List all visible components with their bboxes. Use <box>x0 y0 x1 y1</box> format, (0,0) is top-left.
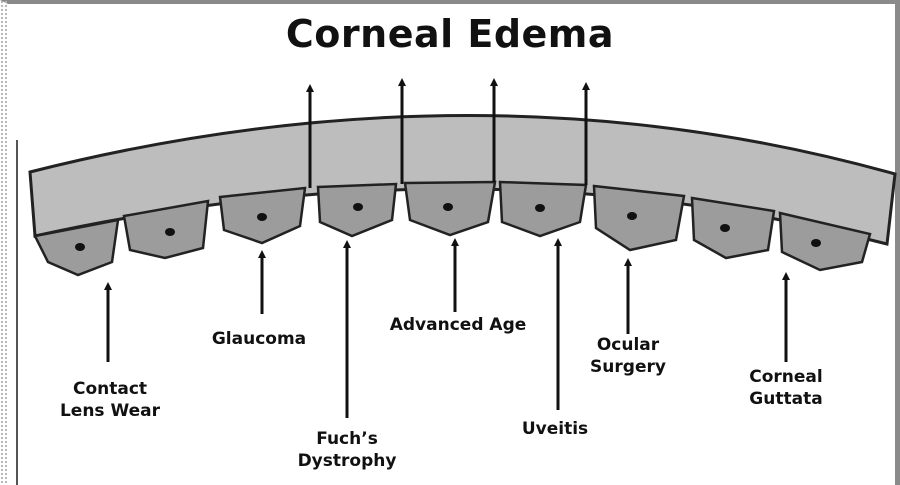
endothelial-cell <box>594 186 684 250</box>
cell-nucleus <box>535 204 545 212</box>
label-uveitis: Uveitis <box>500 418 610 440</box>
label-corneal-guttata: Corneal Guttata <box>726 366 846 410</box>
label-contact-lens-wear: Contact Lens Wear <box>40 378 180 422</box>
label-advanced-age: Advanced Age <box>358 314 558 336</box>
label-fuchs-dystrophy: Fuch’s Dystrophy <box>280 428 414 472</box>
cell-nucleus <box>165 228 175 236</box>
cell-nucleus <box>720 224 730 232</box>
cell-nucleus <box>257 213 267 221</box>
cell-nucleus <box>353 203 363 211</box>
cell-nucleus <box>811 239 821 247</box>
diagram-title: Corneal Edema <box>0 12 900 56</box>
cell-nucleus <box>627 212 637 220</box>
cell-nucleus <box>443 203 453 211</box>
label-ocular-surgery: Ocular Surgery <box>568 334 688 378</box>
cell-nucleus <box>75 243 85 251</box>
label-glaucoma: Glaucoma <box>184 328 334 350</box>
